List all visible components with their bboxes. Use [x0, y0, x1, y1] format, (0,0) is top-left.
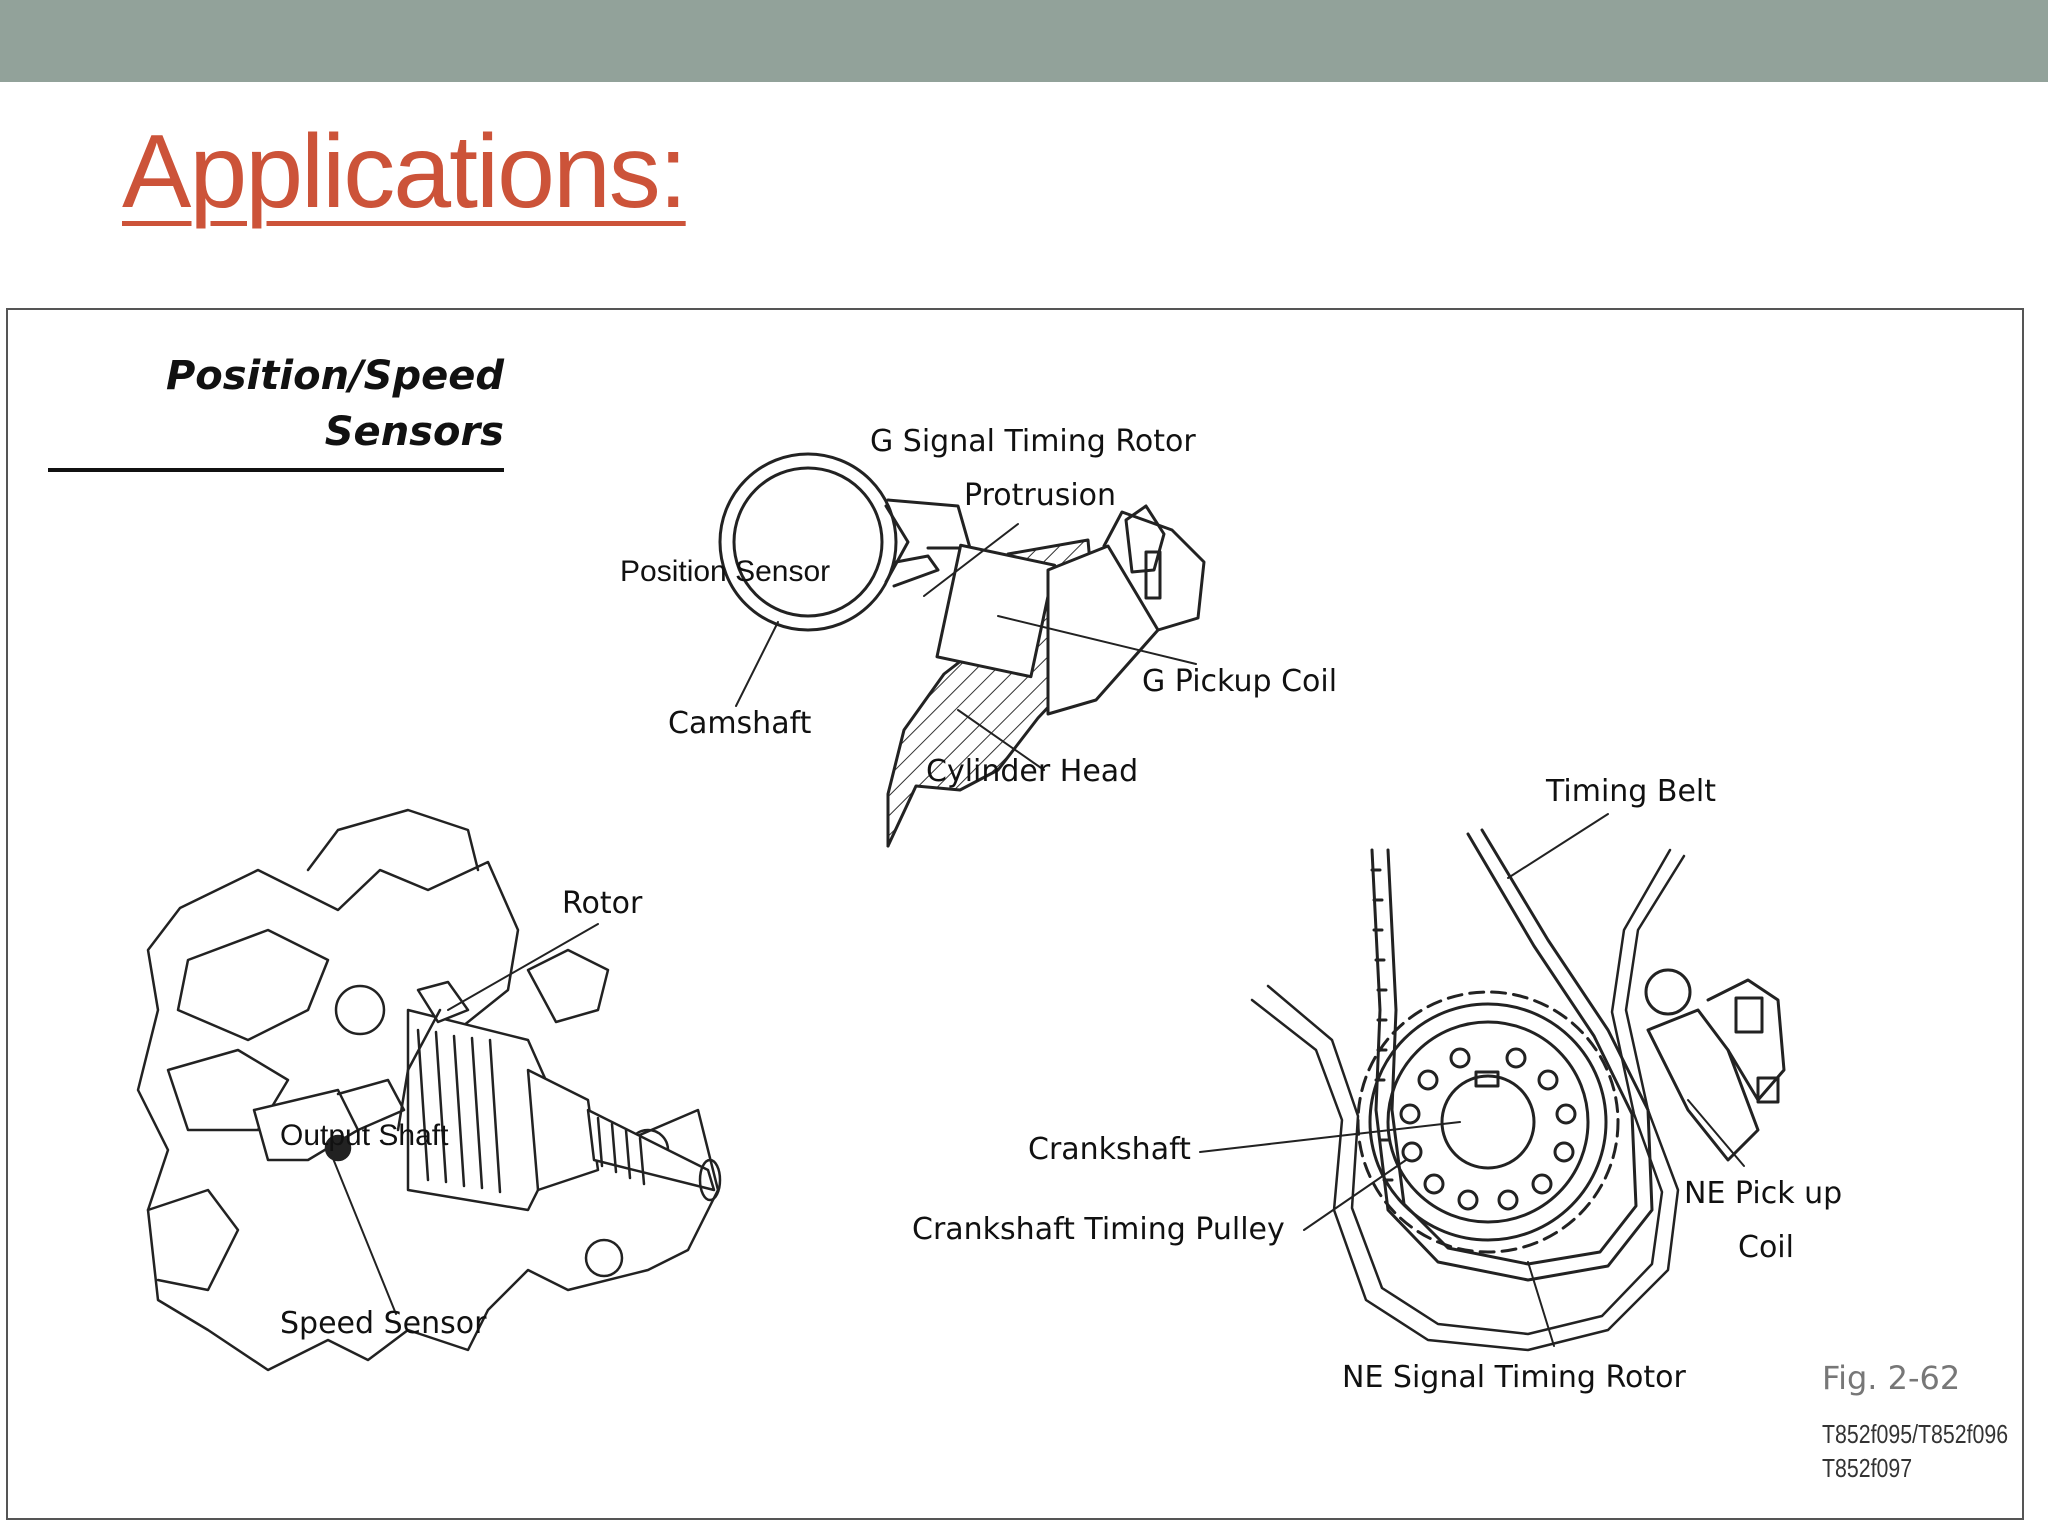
camshaft-drawing [718, 452, 972, 632]
speed-sensor-drawing [252, 1078, 406, 1162]
label-ne-signal-timing-rotor: NE Signal Timing Rotor [1342, 1360, 1686, 1395]
section-title-line-2: Sensors [324, 409, 504, 455]
timing-cover-drawing [1250, 848, 1686, 1352]
label-position-sensor: Position Sensor [620, 555, 831, 588]
bottom-left-leaders [331, 923, 599, 1315]
header-bar [0, 0, 2048, 82]
sensor-diagram-drawing [136, 452, 1786, 1372]
section-rule [48, 468, 504, 472]
ne-pickup-coil-drawing [1644, 968, 1786, 1162]
label-g-signal-timing-rotor: G Signal Timing Rotor [870, 424, 1196, 459]
label-protrusion: Protrusion [964, 478, 1117, 513]
label-timing-belt: Timing Belt [1546, 774, 1717, 809]
bottom-right-leaders [1199, 813, 1745, 1347]
section-title-line-1: Position/Speed [165, 353, 504, 399]
ne-signal-timing-rotor-drawing [1356, 990, 1620, 1254]
crankshaft-pulley-drawing [1399, 1047, 1577, 1211]
g-pickup-coil-drawing [935, 504, 1206, 716]
label-speed-sensor: Speed Sensor [280, 1306, 487, 1341]
slide-title: Applications: [122, 114, 688, 230]
label-cylinder-head: Cylinder Head [926, 754, 1139, 789]
figure-panel: Position/Speed Sensors G Signal Timing R… [6, 308, 2024, 1520]
label-crankshaft: Crankshaft [1028, 1132, 1191, 1167]
section-title: Position/Speed Sensors [166, 348, 504, 460]
label-output-shaft: Output Shaft [280, 1119, 449, 1152]
label-rotor: Rotor [562, 886, 643, 921]
figure-code-line-1: T852f095/T852f096 [1822, 1419, 2009, 1449]
label-ne-pick-up-line-1: NE Pick up [1684, 1176, 1843, 1211]
label-camshaft: Camshaft [668, 706, 812, 741]
figure-code-line-2: T852f097 [1822, 1453, 1913, 1483]
top-diagram-leaders [735, 523, 1197, 771]
output-shaft-drawing [406, 1008, 722, 1212]
label-ne-pick-up-line-2: Coil [1738, 1230, 1794, 1265]
label-g-pickup-coil: G Pickup Coil [1142, 664, 1338, 699]
figure-number: Fig. 2-62 [1822, 1359, 1961, 1397]
label-crankshaft-timing-pulley: Crankshaft Timing Pulley [912, 1212, 1285, 1247]
